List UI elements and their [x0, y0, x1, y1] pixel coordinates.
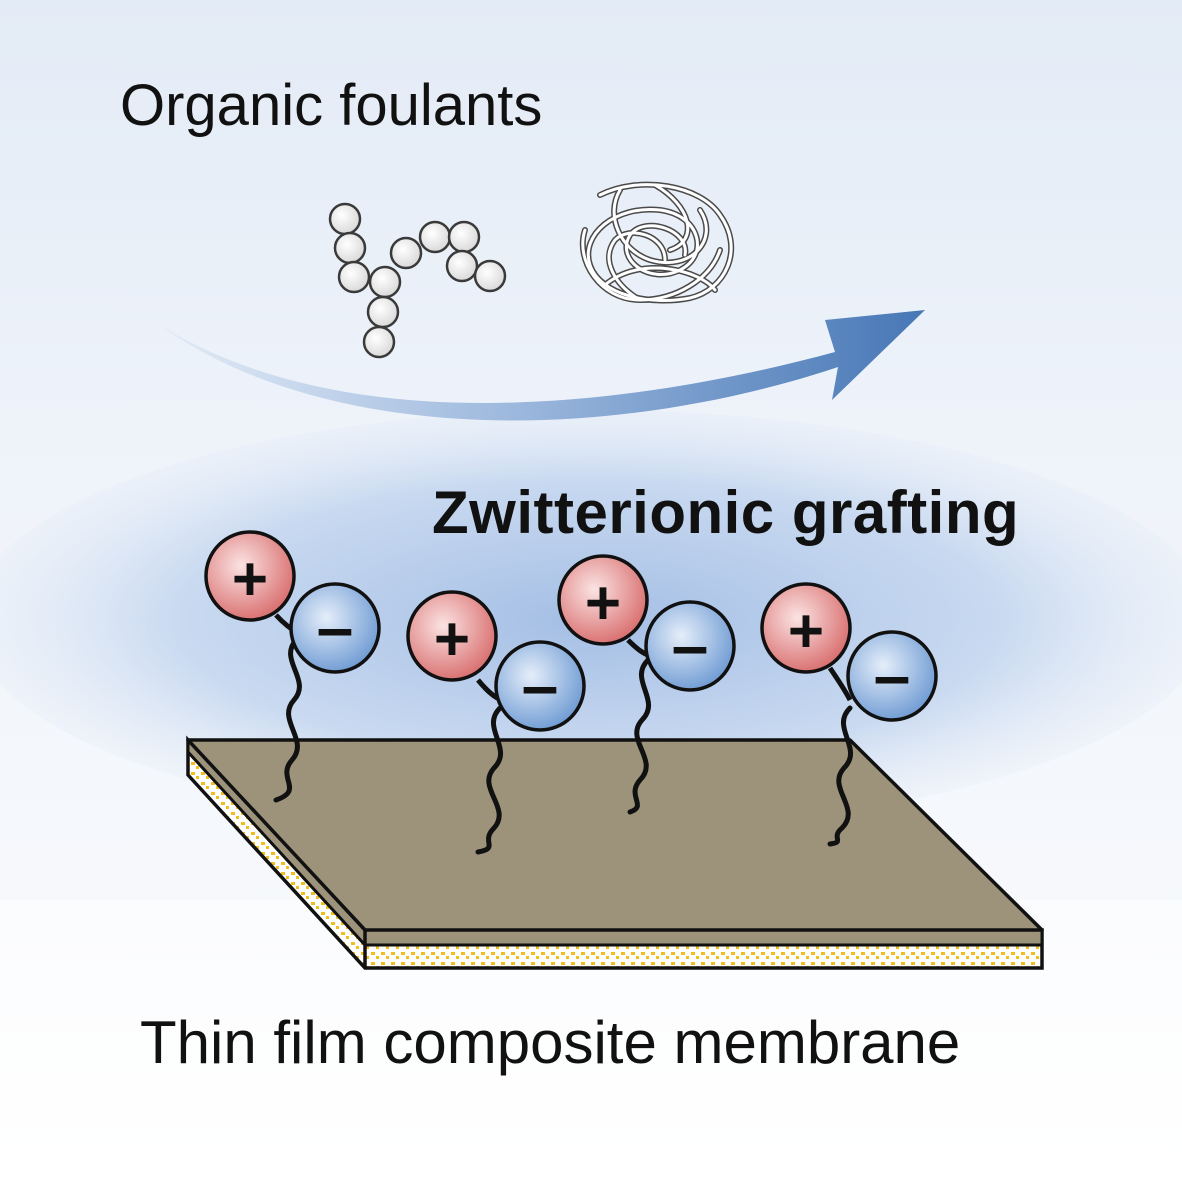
polymer-chain	[627, 657, 651, 815]
negative-charge-icon	[494, 640, 586, 732]
positive-charge-icon	[406, 590, 498, 682]
label-organic-foulants: Organic foulants	[120, 73, 543, 138]
tangled-coil-icon	[579, 181, 735, 304]
polymer-chain	[273, 637, 302, 803]
negative-charge-icon	[289, 582, 381, 674]
label-zwitterionic-grafting: Zwitterionic grafting	[432, 479, 1020, 546]
positive-symbol: +	[788, 597, 824, 666]
positive-charge-icon	[204, 530, 296, 622]
positive-charge-icon	[760, 582, 852, 674]
label-thin-film-composite-membrane: Thin film composite membrane	[140, 1009, 961, 1076]
zwitterion-1: + –	[204, 530, 381, 803]
negative-charge-icon	[846, 630, 938, 722]
negative-symbol: –	[672, 608, 709, 682]
negative-charge-icon	[644, 600, 736, 692]
polymer-chain	[827, 705, 853, 847]
bead-chain-icon	[328, 202, 507, 359]
positive-symbol: +	[585, 569, 621, 638]
polymer-chain	[475, 705, 503, 855]
positive-charge-icon	[557, 554, 649, 646]
membrane-active-layer	[186, 738, 1044, 932]
positive-symbol: +	[434, 605, 470, 674]
positive-symbol: +	[232, 545, 268, 614]
zwitterion-3: + –	[557, 554, 736, 815]
zwitterion-2: + –	[406, 590, 586, 855]
negative-symbol: –	[874, 638, 911, 712]
negative-symbol: –	[317, 590, 354, 664]
negative-symbol: –	[522, 648, 559, 722]
zwitterion-4: + –	[760, 582, 938, 847]
foulant-flow-arrow	[155, 310, 925, 421]
